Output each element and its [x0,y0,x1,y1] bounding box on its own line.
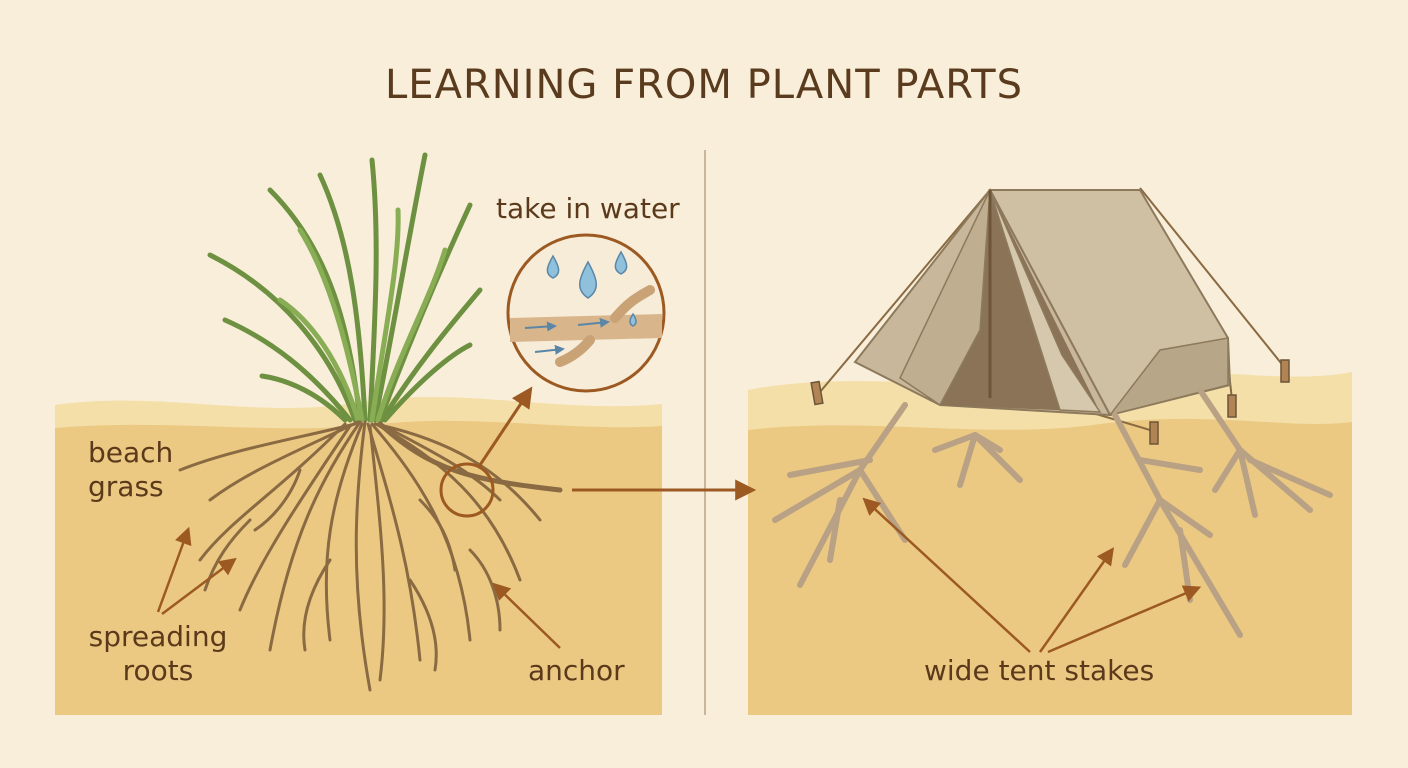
left-sand-panel [55,396,662,715]
page-title: LEARNING FROM PLANT PARTS [385,62,1023,108]
spreading-roots [178,420,563,692]
stakes-label: wide tent stakes [924,654,1155,687]
tent [819,187,1286,431]
tent-stakes-pegs [810,359,1290,445]
callout-label: take in water [496,192,680,225]
grass-blades [207,152,483,423]
left-label-arrows [156,526,561,649]
anchor-label: anchor [528,654,625,687]
callout-pointer-arrow [476,386,533,469]
root-highlight-circle [439,462,495,518]
water-drop-icon [546,250,637,327]
right-label-arrows [862,497,1202,654]
roots-label: spreading roots [88,620,228,687]
water-callout [506,233,666,393]
right-sand-panel [748,372,1352,715]
plant-name-label: beach grass [88,436,174,503]
